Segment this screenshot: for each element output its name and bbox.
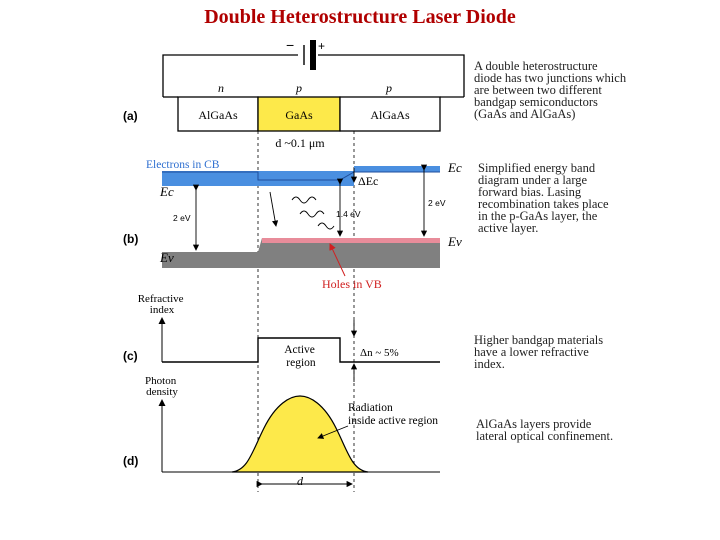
width-label: d [297, 474, 304, 488]
active-region-label: Active region [284, 344, 318, 369]
delta-n-label: Δn ~ 5% [360, 347, 399, 359]
layer-3-doping: p [385, 81, 392, 95]
panel-a-label: (a) [123, 109, 138, 123]
thickness-label: d ~0.1 μm [275, 136, 325, 150]
holes-region [262, 238, 440, 243]
delta-ec-label: ΔEc [358, 174, 378, 188]
refractive-profile [162, 337, 440, 363]
panel-d: (d) Photon density Radiation inside acti… [123, 375, 440, 488]
photon-axis-line-2: density [146, 386, 178, 398]
refractive-axis-label: Refractive index [138, 293, 187, 316]
panel-c: (c) Refractive index Active region Δn ~ … [123, 293, 440, 382]
refractive-axis-line-1: Refractive [138, 293, 184, 305]
ev-left: Ev [159, 250, 174, 265]
layer-2-box [257, 96, 341, 132]
ev-right: Ev [447, 234, 462, 249]
panel-c-label: (c) [123, 349, 138, 363]
battery-plus: + [318, 39, 325, 53]
note-refractive: Higher bandgap materials have a lower re… [474, 333, 604, 371]
layer-2-doping: p [295, 81, 302, 95]
radiation-line-1: Radiation [348, 402, 393, 414]
layer-3-box [339, 96, 441, 132]
battery-icon [303, 40, 316, 70]
radiation-pointer [317, 425, 349, 439]
ec-right: Ec [447, 160, 462, 175]
circuit-wire [162, 54, 465, 97]
refractive-axis-line-2: index [150, 304, 175, 316]
photon-icon [291, 196, 335, 230]
photon-axis-line-1: Photon [145, 375, 177, 387]
holes-pointer [329, 243, 346, 277]
panel-d-label: (d) [123, 454, 138, 468]
photon-density-curve [231, 395, 369, 473]
electrons-label: Electrons in CB [146, 159, 220, 171]
holes-label: Holes in VB [322, 277, 382, 291]
note-confinement: AlGaAs layers provide lateral optical co… [476, 417, 614, 443]
page-title: Double Heterostructure Laser Diode [204, 6, 516, 28]
ec-left: Ec [159, 184, 174, 199]
layer-1-material: AlGaAs [198, 108, 238, 122]
active-region-line-2: region [286, 357, 316, 369]
gap-mid-label: 1.4 eV [336, 209, 361, 219]
panel-a: (a) − + n p p AlGaAs GaAs AlGaAs d ~0.1 … [123, 37, 465, 150]
layer-1-doping: n [218, 81, 224, 95]
gap-right-label: 2 eV [428, 198, 446, 208]
panel-b: (b) Electrons in CB Ec Ev Ec Ev 2 eV 1.4… [123, 159, 462, 291]
active-region-line-1: Active [284, 344, 315, 356]
recombination-arrow-icon [269, 191, 279, 227]
note-heterostructure: A double heterostructure diode has two j… [474, 59, 627, 121]
layer-2-material: GaAs [285, 108, 313, 122]
conduction-band-edge [162, 171, 440, 181]
panel-b-label: (b) [123, 232, 138, 246]
battery-minus: − [286, 37, 294, 53]
radiation-label: Radiation inside active region [348, 402, 438, 427]
photon-axis-label: Photon density [145, 375, 179, 398]
note-band-diagram: Simplified energy band diagram under a l… [478, 161, 609, 235]
radiation-line-2: inside active region [348, 415, 438, 427]
valence-band [162, 238, 440, 268]
gap-left-label: 2 eV [173, 213, 191, 223]
layer-3-material: AlGaAs [370, 108, 410, 122]
layer-1-box [177, 96, 259, 132]
conduction-band [162, 166, 440, 186]
